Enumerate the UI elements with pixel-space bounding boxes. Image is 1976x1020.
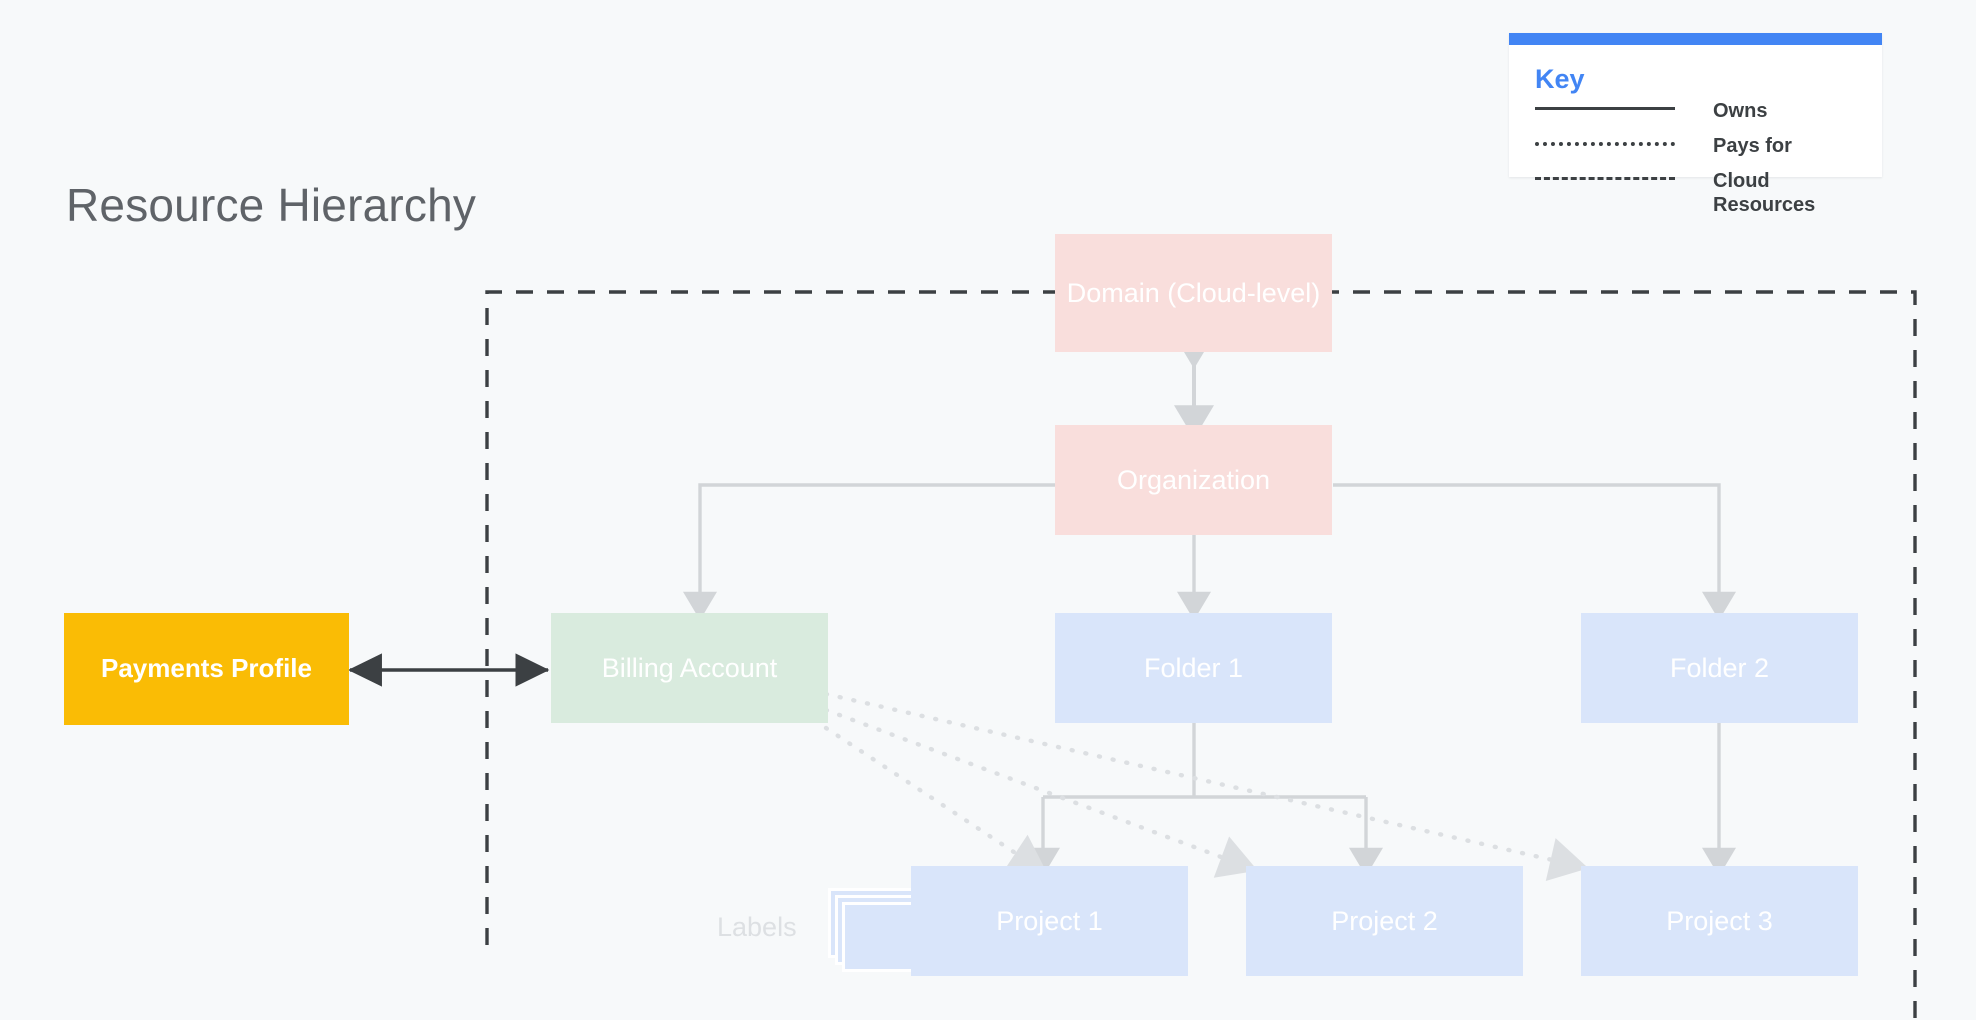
node-billing-account-label: Billing Account (601, 652, 778, 683)
key-label-cloud-resources: Cloud Resources (1713, 169, 1816, 216)
node-organization-label: Organization (1116, 464, 1271, 495)
edge-organization-folder-2 (1333, 483, 1736, 621)
node-folder-1-label: Folder 1 (1143, 652, 1244, 683)
node-project-3[interactable]: Project 3 (1581, 866, 1858, 976)
node-project-2-label: Project 2 (1331, 905, 1438, 936)
key-label-pays-for: Pays for (1713, 134, 1792, 157)
node-billing-account[interactable]: Billing Account (551, 613, 828, 723)
key-legend: Key Owns Pays for Cloud Resources (1509, 33, 1882, 216)
key-row-owns: Owns (1535, 99, 1860, 134)
key-accent-bar (1509, 33, 1882, 45)
key-row-cloud-resources: Cloud Resources (1535, 169, 1860, 216)
node-payments-profile-label: Payments Profile (101, 653, 312, 684)
edge-organization-billing-account (683, 483, 1055, 621)
node-project-3-label: Project 3 (1666, 905, 1773, 936)
key-title: Key (1535, 64, 1585, 94)
owns-line-icon (1535, 99, 1675, 117)
labels-caption: Labels (717, 912, 797, 942)
key-label-owns: Owns (1713, 99, 1768, 122)
edge-billing-pays-project-1 (823, 725, 1048, 875)
node-project-1[interactable]: Project 1 (911, 866, 1188, 976)
node-project-2[interactable]: Project 2 (1246, 866, 1523, 976)
node-domain[interactable]: Domain (Cloud-level) (1055, 234, 1332, 352)
key-rows: Owns Pays for Cloud Resources (1535, 99, 1860, 216)
pays-for-line-icon (1535, 134, 1675, 152)
edge-folder-1-projects (1026, 723, 1383, 877)
node-organization[interactable]: Organization (1055, 425, 1332, 535)
key-row-pays-for: Pays for (1535, 134, 1860, 169)
node-payments-profile[interactable]: Payments Profile (64, 613, 349, 725)
node-folder-1[interactable]: Folder 1 (1055, 613, 1332, 723)
node-domain-label: Domain (Cloud-level) (1066, 277, 1321, 308)
node-folder-2[interactable]: Folder 2 (1581, 613, 1858, 723)
node-project-1-label: Project 1 (996, 905, 1103, 936)
edge-billing-pays-project-2 (823, 707, 1258, 878)
page-title: Resource Hierarchy (66, 179, 477, 231)
cloud-resources-line-icon (1535, 169, 1675, 187)
node-folder-2-label: Folder 2 (1669, 652, 1770, 683)
